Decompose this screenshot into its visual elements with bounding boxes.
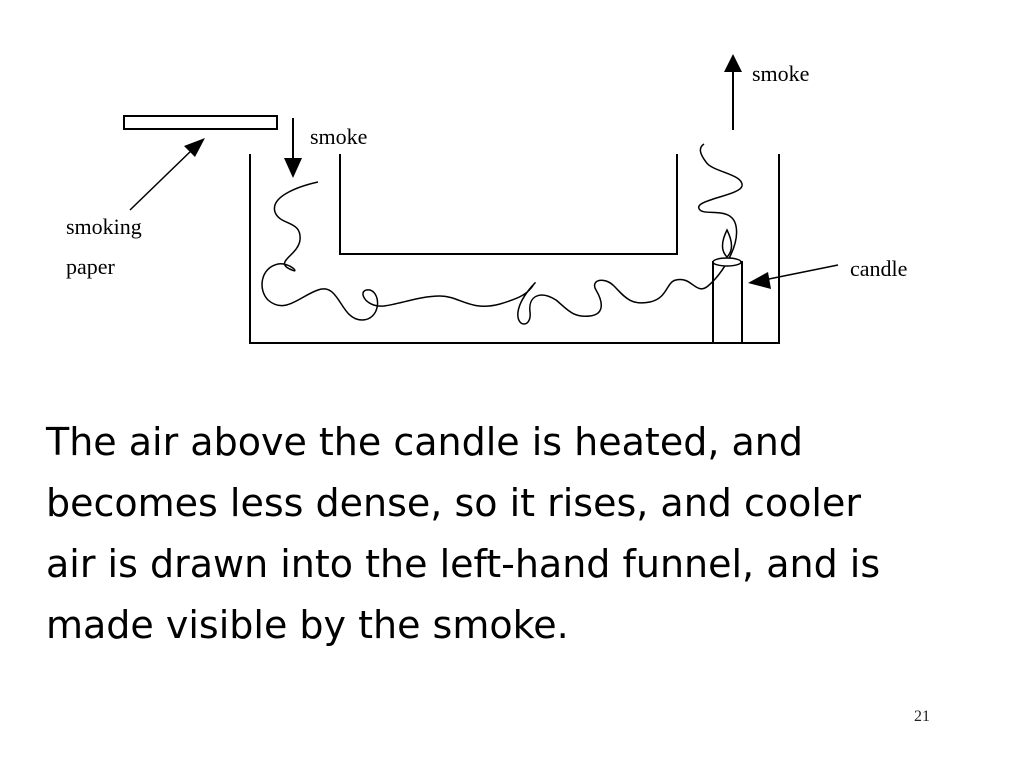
smoke-up-arrow <box>724 54 742 130</box>
caption-line: becomes less dense, so it rises, and coo… <box>46 481 861 525</box>
caption-line: made visible by the smoke. <box>46 603 569 647</box>
caption-line: The air above the candle is heated, and <box>46 420 803 464</box>
flame-icon <box>721 228 733 259</box>
container <box>249 154 780 344</box>
candle-label: candle <box>850 256 907 281</box>
caption-text: The air above the candle is heated, and … <box>46 412 986 656</box>
smoke-outlet-label: smoke <box>752 61 809 86</box>
smoking-paper-label-line1: smoking <box>66 214 142 239</box>
smoking-paper-label-line2: paper <box>66 254 116 279</box>
page-number: 21 <box>914 708 930 725</box>
smoke-trail <box>261 143 743 325</box>
caption-line: air is drawn into the left-hand funnel, … <box>46 542 881 586</box>
candle-pointer-arrow <box>748 264 839 289</box>
smoking-paper-pointer-arrow <box>129 138 205 211</box>
smoke-down-arrow <box>284 118 302 178</box>
smoking-paper-strip <box>123 115 278 130</box>
convection-diagram: smoke smoke smoking paper candle <box>66 54 907 344</box>
smoke-inlet-label: smoke <box>310 124 367 149</box>
divider-partition <box>339 154 678 255</box>
candle-illustration <box>712 228 743 344</box>
